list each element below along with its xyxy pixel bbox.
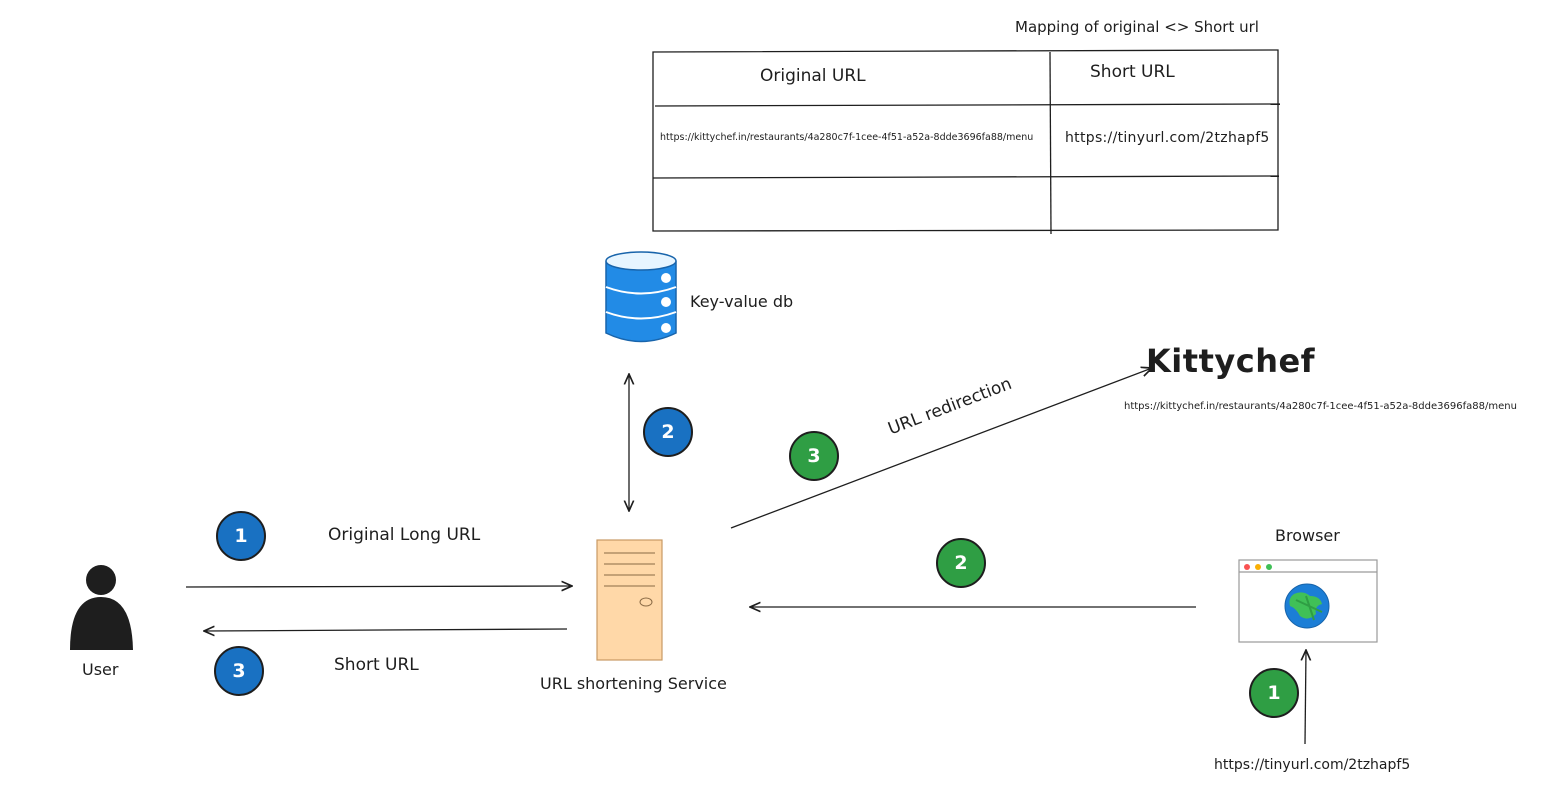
table-column-divider (1049, 51, 1052, 235)
db-label: Key-value db (690, 292, 794, 311)
table-header-original: Original URL (760, 66, 866, 86)
arrow-service-to-kittychef (730, 368, 1152, 529)
badge-blue-3: 3 (214, 646, 264, 696)
arrow-service-to-user (204, 629, 568, 631)
user-icon (70, 565, 133, 650)
service-label: URL shortening Service (540, 674, 727, 693)
database-icon (605, 251, 677, 343)
table-header-short: Short URL (1090, 62, 1175, 82)
arrow-user-to-service (185, 586, 572, 587)
user-label: User (82, 660, 119, 679)
mapping-table (652, 49, 1281, 235)
table-divider-header (654, 103, 1281, 107)
table-caption: Mapping of original <> Short url (1015, 18, 1259, 36)
edge-label-original-long-url: Original Long URL (328, 525, 481, 545)
kittychef-title: Kittychef (1146, 342, 1316, 380)
table-cell-short-url: https://tinyurl.com/2tzhapf5 (1065, 130, 1270, 146)
badge-blue-2: 2 (643, 407, 693, 457)
badge-blue-1: 1 (216, 511, 266, 561)
edge-label-short-url: Short URL (334, 655, 419, 675)
table-cell-original-url: https://kittychef.in/restaurants/4a280c7… (660, 132, 1034, 143)
badge-green-3: 3 (789, 431, 839, 481)
badge-green-2: 2 (936, 538, 986, 588)
browser-input-url: https://tinyurl.com/2tzhapf5 (1214, 757, 1411, 773)
table-divider-row (652, 175, 1280, 179)
globe-icon (1284, 583, 1330, 629)
browser-label: Browser (1275, 526, 1340, 545)
browser-icon (1238, 559, 1378, 643)
arrow-url-to-browser (1305, 650, 1306, 745)
badge-green-1: 1 (1249, 668, 1299, 718)
server-icon (596, 539, 663, 661)
kittychef-url: https://kittychef.in/restaurants/4a280c7… (1124, 401, 1517, 412)
